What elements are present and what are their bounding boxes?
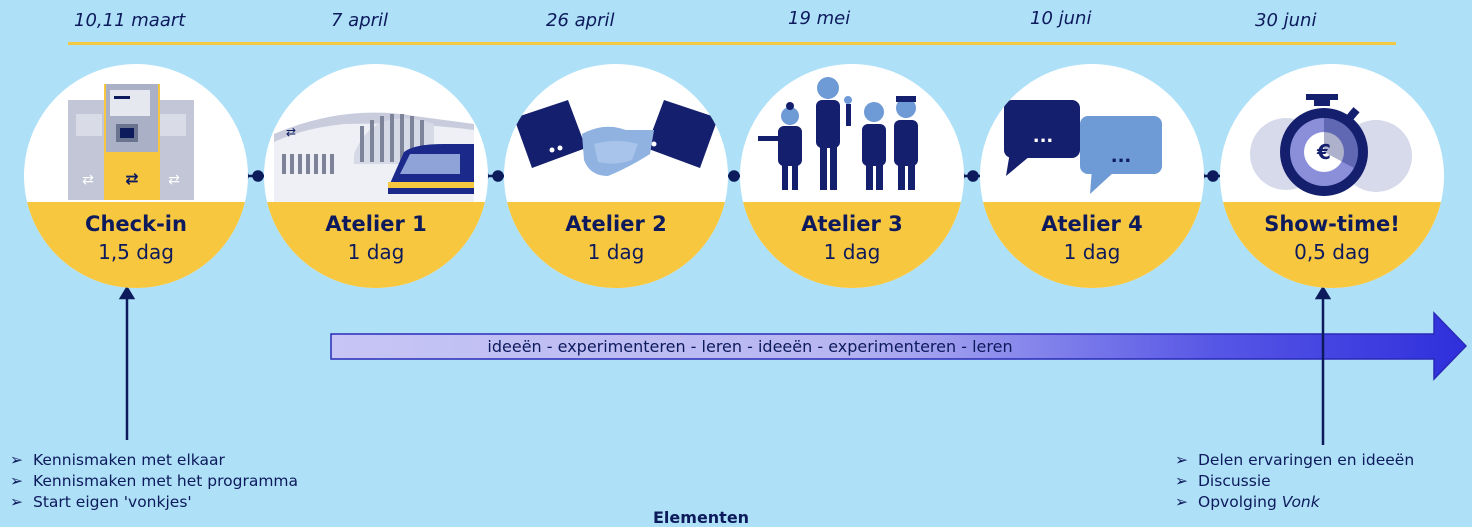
- train-station-icon: ⇄: [274, 112, 474, 202]
- date-atelier-2: 26 april: [546, 10, 615, 31]
- date-showtime: 30 juni: [1255, 10, 1317, 31]
- svg-text:⇄: ⇄: [286, 125, 296, 139]
- step-atelier-2: Atelier 2 1 dag: [504, 64, 728, 288]
- step-duration: 1 dag: [587, 240, 645, 264]
- step-atelier-1: ⇄ Atelier 1 1 dag: [264, 64, 488, 288]
- step-name: Check-in: [85, 212, 187, 236]
- date-checkin: 10,11 maart: [74, 10, 186, 31]
- showtime-pointer: [1314, 285, 1332, 445]
- step-duration: 1 dag: [1063, 240, 1121, 264]
- step-checkin-label-area: Check-in 1,5 dag: [24, 202, 248, 288]
- step-duration: 1 dag: [347, 240, 405, 264]
- step-duration: 1 dag: [823, 240, 881, 264]
- bubble-dark-text: ...: [1032, 126, 1054, 147]
- date-underline: [68, 42, 1396, 45]
- svg-text:⇄: ⇄: [168, 172, 180, 188]
- step-duration: 0,5 dag: [1294, 240, 1370, 264]
- handshake-icon: [514, 100, 718, 176]
- step-checkin: ⇄ ⇄ ⇄ Check-in 1,5 dag: [24, 64, 248, 288]
- step-name: Atelier 4: [1041, 212, 1143, 236]
- list-item: ➢Start eigen 'vonkjes': [10, 493, 192, 511]
- bubble-light-text: ...: [1110, 146, 1132, 167]
- step-name: Atelier 3: [801, 212, 903, 236]
- date-atelier-1: 7 april: [331, 10, 389, 31]
- process-arrow: [330, 311, 1468, 381]
- step-duration: 1,5 dag: [98, 240, 174, 264]
- step-showtime: € Show-time! 0,5 dag: [1220, 64, 1444, 288]
- list-item: ➢Discussie: [1175, 472, 1271, 490]
- step-name: Atelier 2: [565, 212, 667, 236]
- speech-bubbles-icon: [1004, 100, 1162, 194]
- list-item: ➢Delen ervaringen en ideeën: [1175, 451, 1415, 469]
- staff-group-icon: [758, 77, 918, 190]
- stopwatch-money-icon: €: [1250, 94, 1412, 196]
- date-atelier-4: 10 juni: [1030, 8, 1092, 29]
- step-atelier-1-label-area: Atelier 1 1 dag: [264, 202, 488, 288]
- date-atelier-3: 19 mei: [788, 8, 851, 29]
- vonk-emphasis: Vonk: [1281, 493, 1320, 511]
- svg-text:⇄: ⇄: [125, 169, 138, 188]
- step-name: Show-time!: [1264, 212, 1400, 236]
- step-atelier-4-label-area: Atelier 4 1 dag: [980, 202, 1204, 288]
- list-item: ➢Kennismaken met elkaar: [10, 451, 225, 469]
- svg-text:⇄: ⇄: [82, 172, 94, 188]
- step-name: Atelier 1: [325, 212, 427, 236]
- step-atelier-3: Atelier 3 1 dag: [740, 64, 964, 288]
- list-item: ➢Opvolging Vonk: [1175, 493, 1320, 511]
- ticket-machine-icon: ⇄ ⇄ ⇄: [68, 84, 194, 200]
- svg-text:€: €: [1316, 140, 1331, 164]
- list-item: ➢Kennismaken met het programma: [10, 472, 299, 490]
- step-showtime-label-area: Show-time! 0,5 dag: [1220, 202, 1444, 288]
- showtime-points: ➢Delen ervaringen en ideeën ➢Discussie ➢…: [1175, 450, 1414, 513]
- checkin-pointer: [118, 285, 136, 440]
- step-atelier-3-label-area: Atelier 3 1 dag: [740, 202, 964, 288]
- process-arrow-label: ideeën - experimenteren - leren - ideeën…: [487, 337, 1013, 356]
- step-atelier-2-label-area: Atelier 2 1 dag: [504, 202, 728, 288]
- footer-title: Elementen: [653, 508, 750, 527]
- step-atelier-4: ... ... Atelier 4 1 dag: [980, 64, 1204, 288]
- checkin-points: ➢Kennismaken met elkaar ➢Kennismaken met…: [10, 450, 298, 513]
